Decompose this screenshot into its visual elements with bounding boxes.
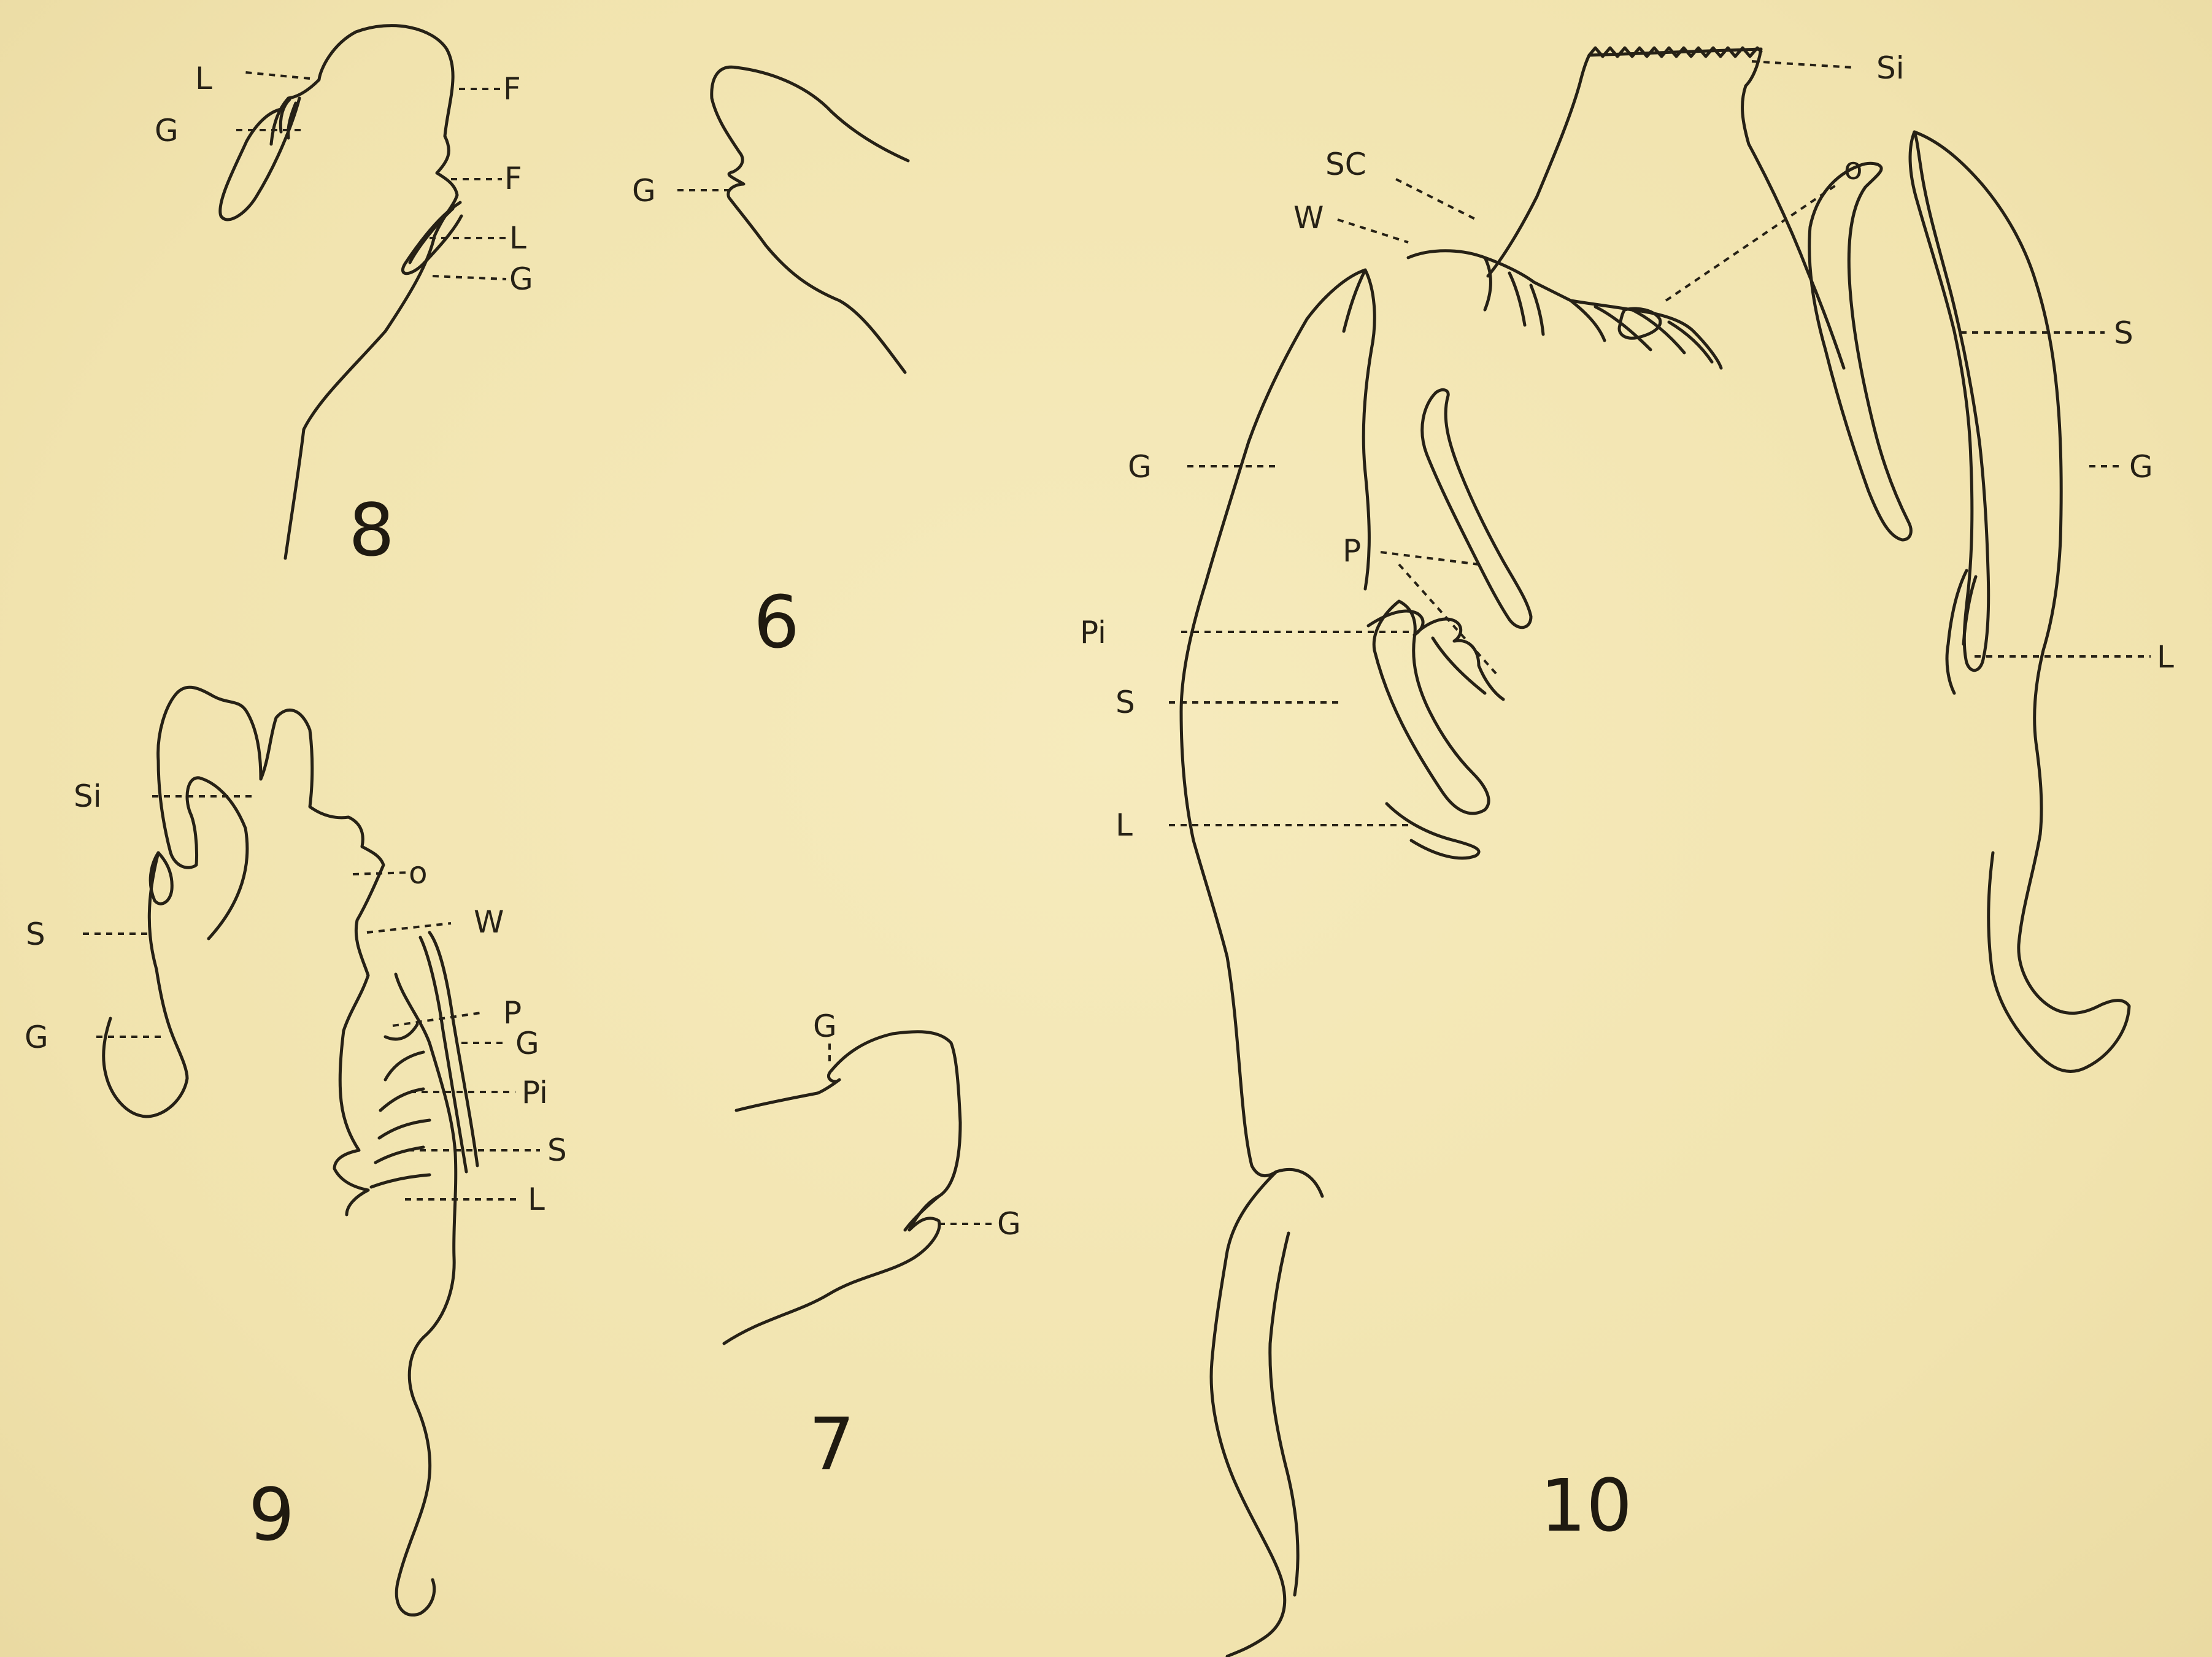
fig9-label-pi: Pi [522, 1075, 548, 1110]
fig8-leader-g-mid [433, 276, 506, 279]
fig10-inner-loops [1374, 390, 1531, 813]
fig10-leader-w [1338, 220, 1408, 242]
fig9-left-lobe [104, 853, 187, 1117]
fig9-body-right [396, 974, 456, 1615]
fig9-leader-o [353, 872, 412, 874]
fig9-label-si: Si [74, 779, 102, 814]
fig10-right-outer-gill [1809, 163, 1911, 540]
fig9-label-g-left: G [25, 1020, 48, 1055]
fig8-label-g-top: G [155, 113, 179, 148]
fig7-outline [724, 1032, 960, 1344]
fig10-label-sc: SC [1325, 147, 1366, 182]
fig10-label-si: Si [1876, 50, 1905, 86]
fig8-outline [285, 26, 457, 558]
fig10-label-w: W [1293, 200, 1324, 236]
fig9-label-g-right: G [515, 1026, 539, 1061]
fig8-label-l-top: L [195, 61, 212, 96]
fig10-label-s-left: S [1116, 685, 1135, 720]
figure-7: G G 7 [724, 1009, 1021, 1486]
fig10-p-cluster [1368, 611, 1503, 699]
fig10-leader-si [1752, 61, 1853, 67]
fig9-number: 9 [249, 1472, 295, 1557]
fig6-outline [712, 67, 908, 372]
fig10-label-g-right: G [2129, 449, 2153, 485]
fig9-gill-bar [420, 932, 477, 1172]
fig10-lower-stalk [1211, 1172, 1298, 1656]
fig10-label-s-right: S [2114, 315, 2133, 351]
figure-8: L G F F L G 8 [155, 26, 533, 572]
fig10-label-l-left: L [1116, 807, 1133, 843]
fig10-label-p: P [1343, 533, 1361, 569]
fig8-label-f-mid: F [504, 161, 522, 196]
fig9-outline [158, 687, 383, 1215]
fig8-number: 8 [349, 488, 395, 572]
figure-10: Si SC W o G P Pi S L S G L 10 [1080, 48, 2174, 1656]
fig8-label-g-mid: G [509, 261, 533, 297]
fig9-label-s-left: S [26, 917, 45, 952]
fig9-leader-w [367, 923, 451, 932]
fig10-label-o: o [1844, 151, 1863, 186]
figure-6: G 6 [632, 67, 908, 664]
fig10-leader-sc [1396, 179, 1479, 221]
fig9-label-l: L [528, 1182, 545, 1217]
fig10-right-inner-gill [1910, 132, 1989, 671]
fig6-number: 6 [753, 580, 800, 664]
fig10-right-l-lobe [1947, 571, 1976, 693]
fig10-label-pi: Pi [1080, 615, 1106, 650]
fig9-leader-p [393, 1012, 485, 1026]
fig10-mantle-tentacles [1408, 251, 1721, 368]
fig9-label-w: W [474, 904, 504, 940]
fig10-number: 10 [1540, 1463, 1632, 1548]
fig8-upper-gill [220, 98, 299, 220]
fig9-label-s-right: S [547, 1132, 567, 1168]
fig10-leader-p-a [1381, 552, 1479, 564]
fig7-lower-gill [905, 1196, 939, 1230]
fig9-small-gills [371, 1025, 430, 1187]
figure-9: Si o W S G P G Pi S L 9 [25, 687, 567, 1615]
fig10-left-body [1181, 270, 1365, 1196]
fig8-label-f-top: F [503, 71, 521, 107]
fig7-label-g-right: G [997, 1206, 1021, 1242]
fig10-label-g-left: G [1128, 449, 1152, 485]
fig9-label-o: o [409, 855, 428, 891]
fig10-label-l-right: L [2157, 639, 2174, 675]
fig7-label-g-top: G [813, 1009, 837, 1044]
fig8-leader-l-top [245, 72, 310, 79]
fig8-label-l-mid: L [509, 220, 526, 256]
fig7-number: 7 [809, 1402, 855, 1486]
fig6-label-g: G [632, 173, 656, 209]
